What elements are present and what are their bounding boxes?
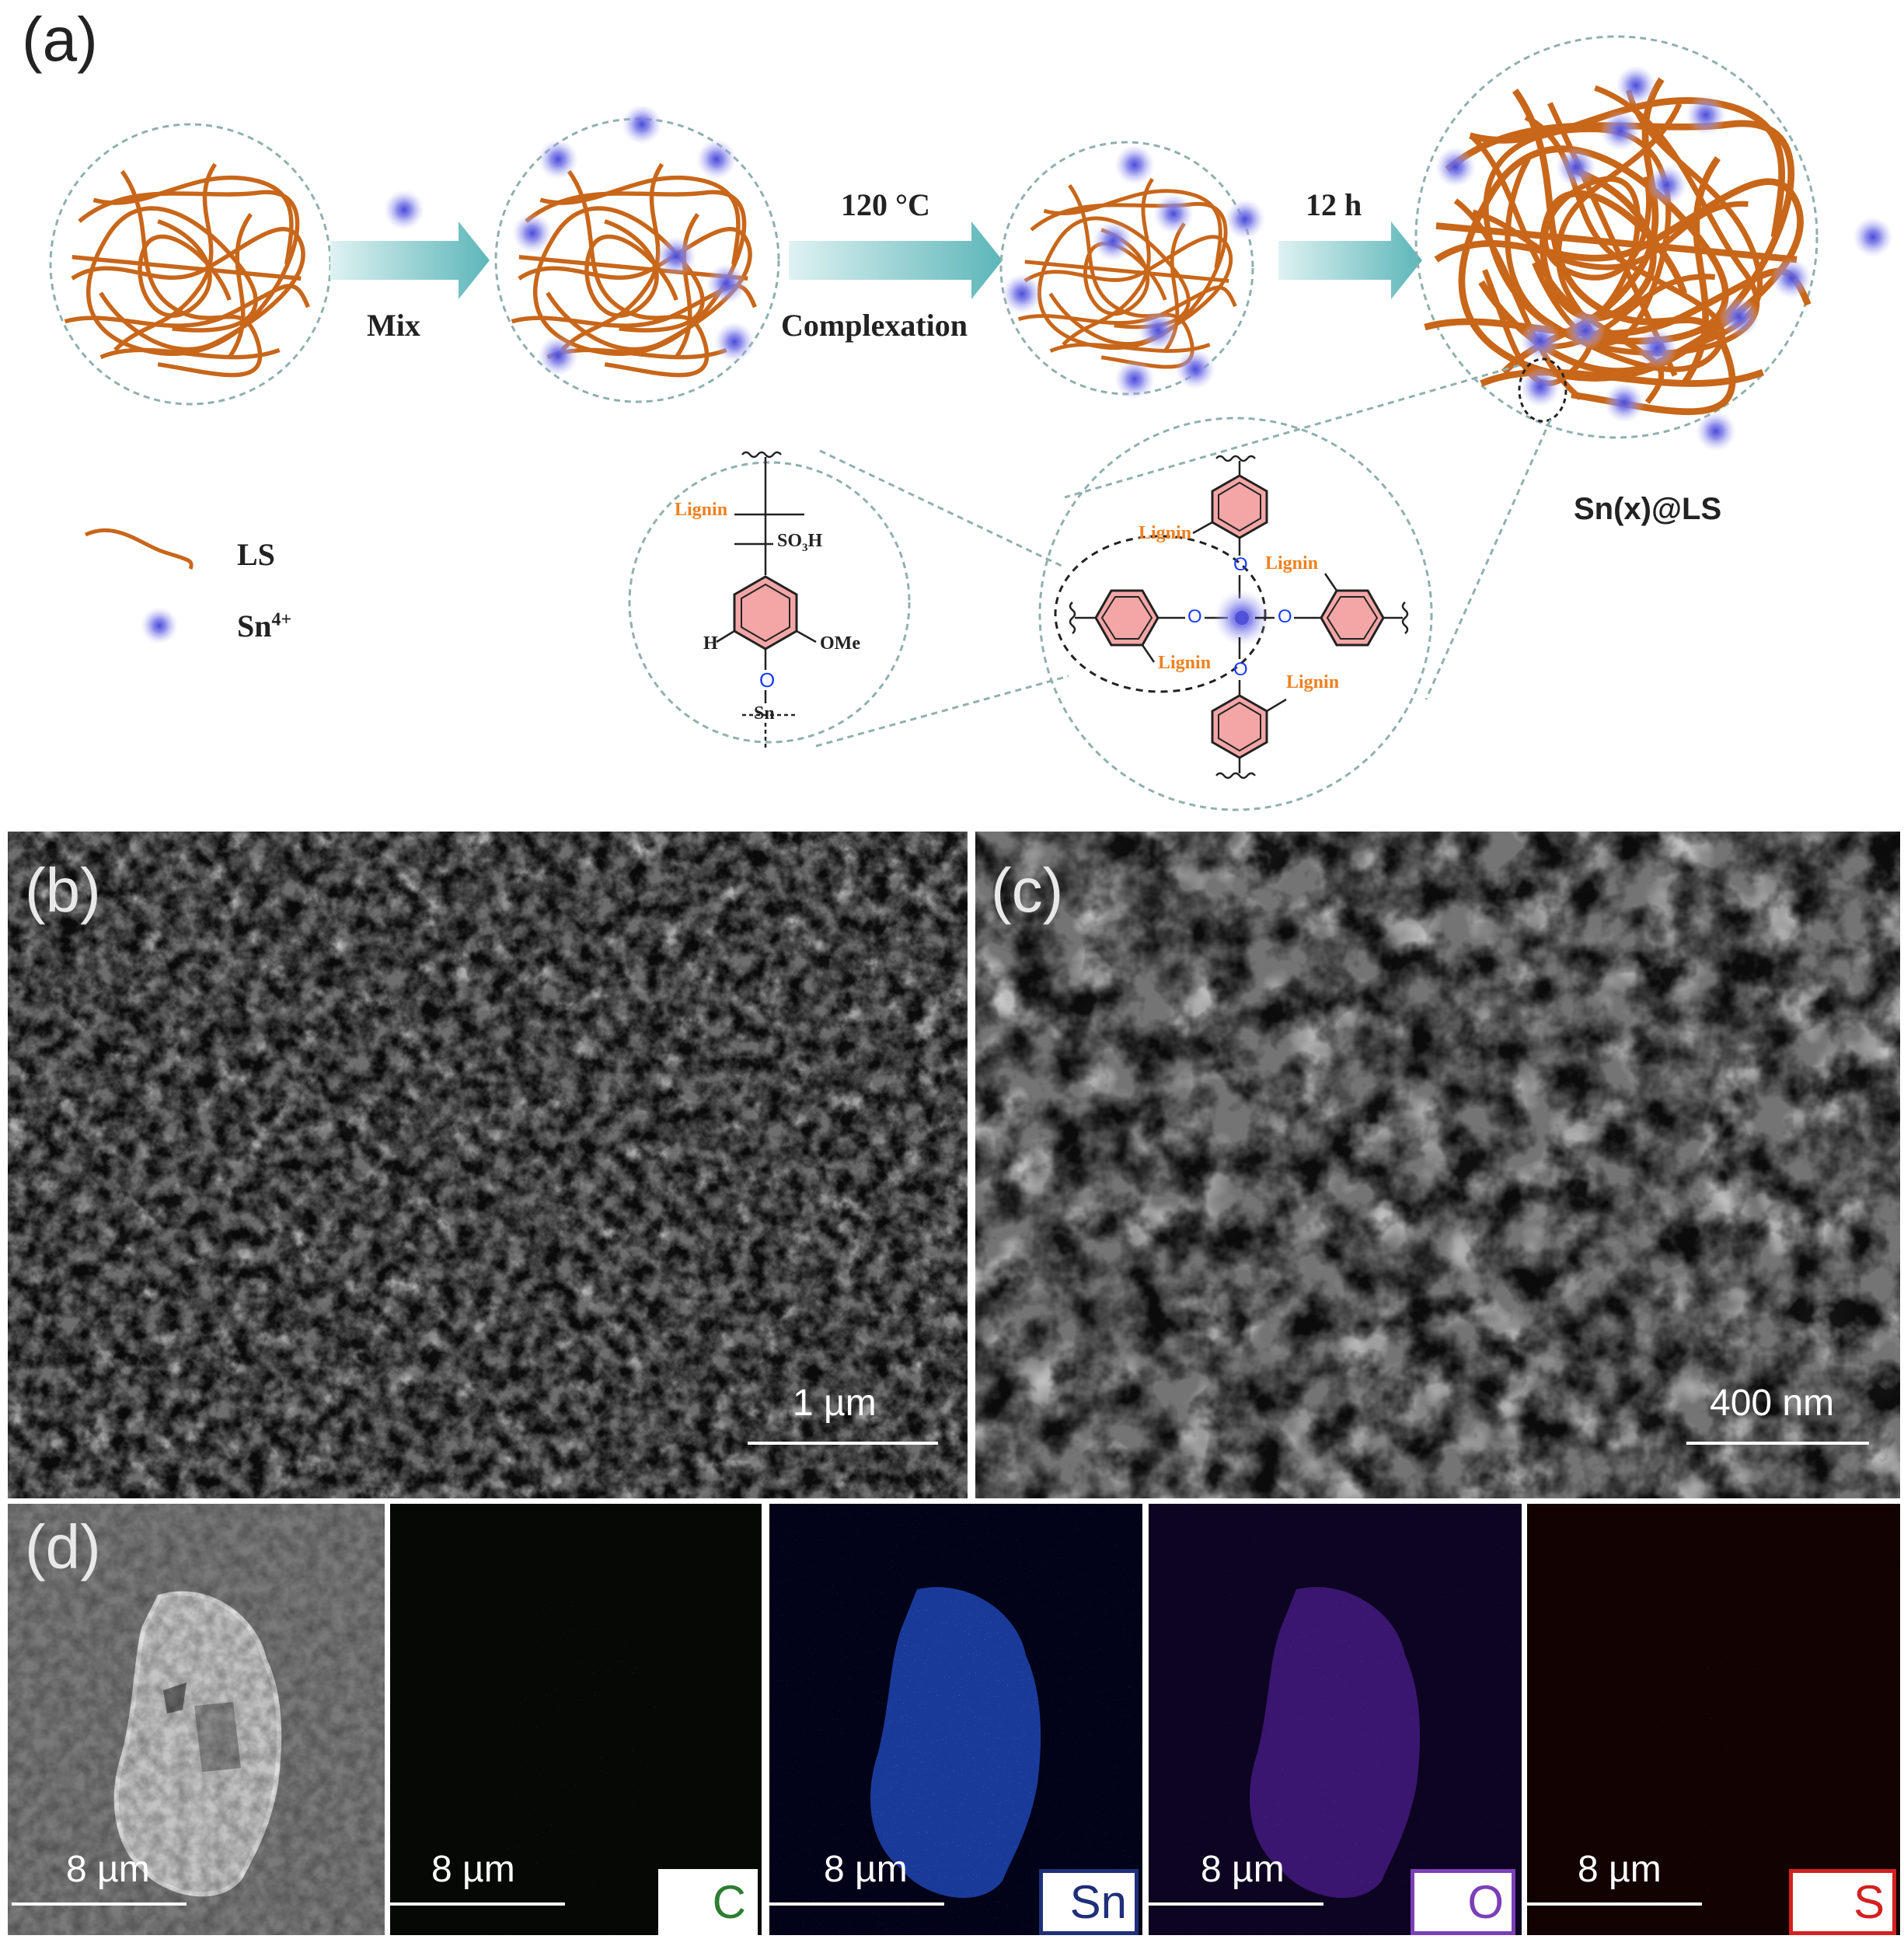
oxygen-label: O (1233, 554, 1248, 575)
oxygen-label: O (1187, 606, 1202, 627)
scale-bar (12, 1902, 187, 1906)
scale-bar-label: 400 nm (1710, 1383, 1835, 1424)
structure-circle-left (628, 461, 911, 744)
eds-map-s (1527, 1504, 1900, 1935)
scale-bar-label: 8 µm (66, 1849, 150, 1890)
lignin-label: Lignin (1158, 653, 1212, 673)
eds-map-o (1149, 1504, 1522, 1935)
element-label-sn: Sn (1039, 1869, 1139, 1935)
lignin-label: Lignin (1286, 672, 1340, 692)
legend-ion-icon (141, 607, 178, 644)
eds-sem-image (8, 1504, 385, 1935)
lignin-label: Lignin (675, 500, 728, 520)
scale-bar (390, 1902, 565, 1906)
panel-label-b: (b) (25, 856, 101, 925)
lignin-label: Lignin (1139, 523, 1192, 543)
structure-circle-right (1038, 417, 1433, 811)
scale-bar-label: 8 µm (824, 1849, 908, 1890)
temperature-label: 120 °C (841, 187, 930, 222)
ome-label: OMe (820, 633, 860, 654)
legend-fiber-icon (84, 528, 194, 570)
sem-image-c (975, 832, 1900, 1498)
scale-bar (1527, 1902, 1702, 1906)
legend-ls-label: LS (237, 537, 275, 572)
panel-label-c: (c) (991, 856, 1064, 925)
scale-bar-label: 8 µm (431, 1849, 515, 1890)
oxygen-label: O (1233, 659, 1248, 680)
product-label: Sn(x)@LS (1574, 492, 1722, 526)
schematic-diagram (49, 0, 1893, 811)
scale-bar-label: 8 µm (1201, 1849, 1285, 1890)
scale-bar (1149, 1902, 1323, 1906)
scale-bar (769, 1902, 944, 1906)
eds-map-c (390, 1504, 762, 1935)
time-label: 12 h (1306, 187, 1362, 222)
h-label: H (703, 633, 718, 654)
sem-image-b (8, 832, 968, 1498)
panel-label-a: (a) (22, 5, 98, 74)
oxygen-label: O (759, 668, 776, 692)
arrow-12h (1278, 221, 1422, 299)
sn-ion-icon (384, 190, 424, 230)
arrow-mix (330, 221, 490, 299)
lignin-label: Lignin (1265, 553, 1319, 574)
element-label-o: O (1411, 1869, 1515, 1935)
scale-bar (748, 1442, 938, 1445)
element-label-s: S (1789, 1869, 1896, 1935)
sn-label: Sn (754, 703, 775, 724)
complexation-label: Complexation (781, 308, 968, 343)
mix-label: Mix (367, 308, 420, 343)
arrow-complexation (789, 221, 1003, 299)
legend-sn-label: Sn4+ (237, 609, 292, 643)
element-label-c: C (658, 1869, 758, 1935)
oxygen-label: O (1278, 606, 1292, 627)
scale-bar (1686, 1442, 1869, 1445)
so3h-label: SO3H (777, 531, 823, 554)
panel-label-d: (d) (25, 1512, 101, 1582)
eds-map-sn (769, 1504, 1142, 1935)
product-circle (1414, 35, 1819, 439)
scale-bar-label: 8 µm (1578, 1849, 1662, 1890)
scale-bar-label: 1 µm (793, 1383, 877, 1424)
